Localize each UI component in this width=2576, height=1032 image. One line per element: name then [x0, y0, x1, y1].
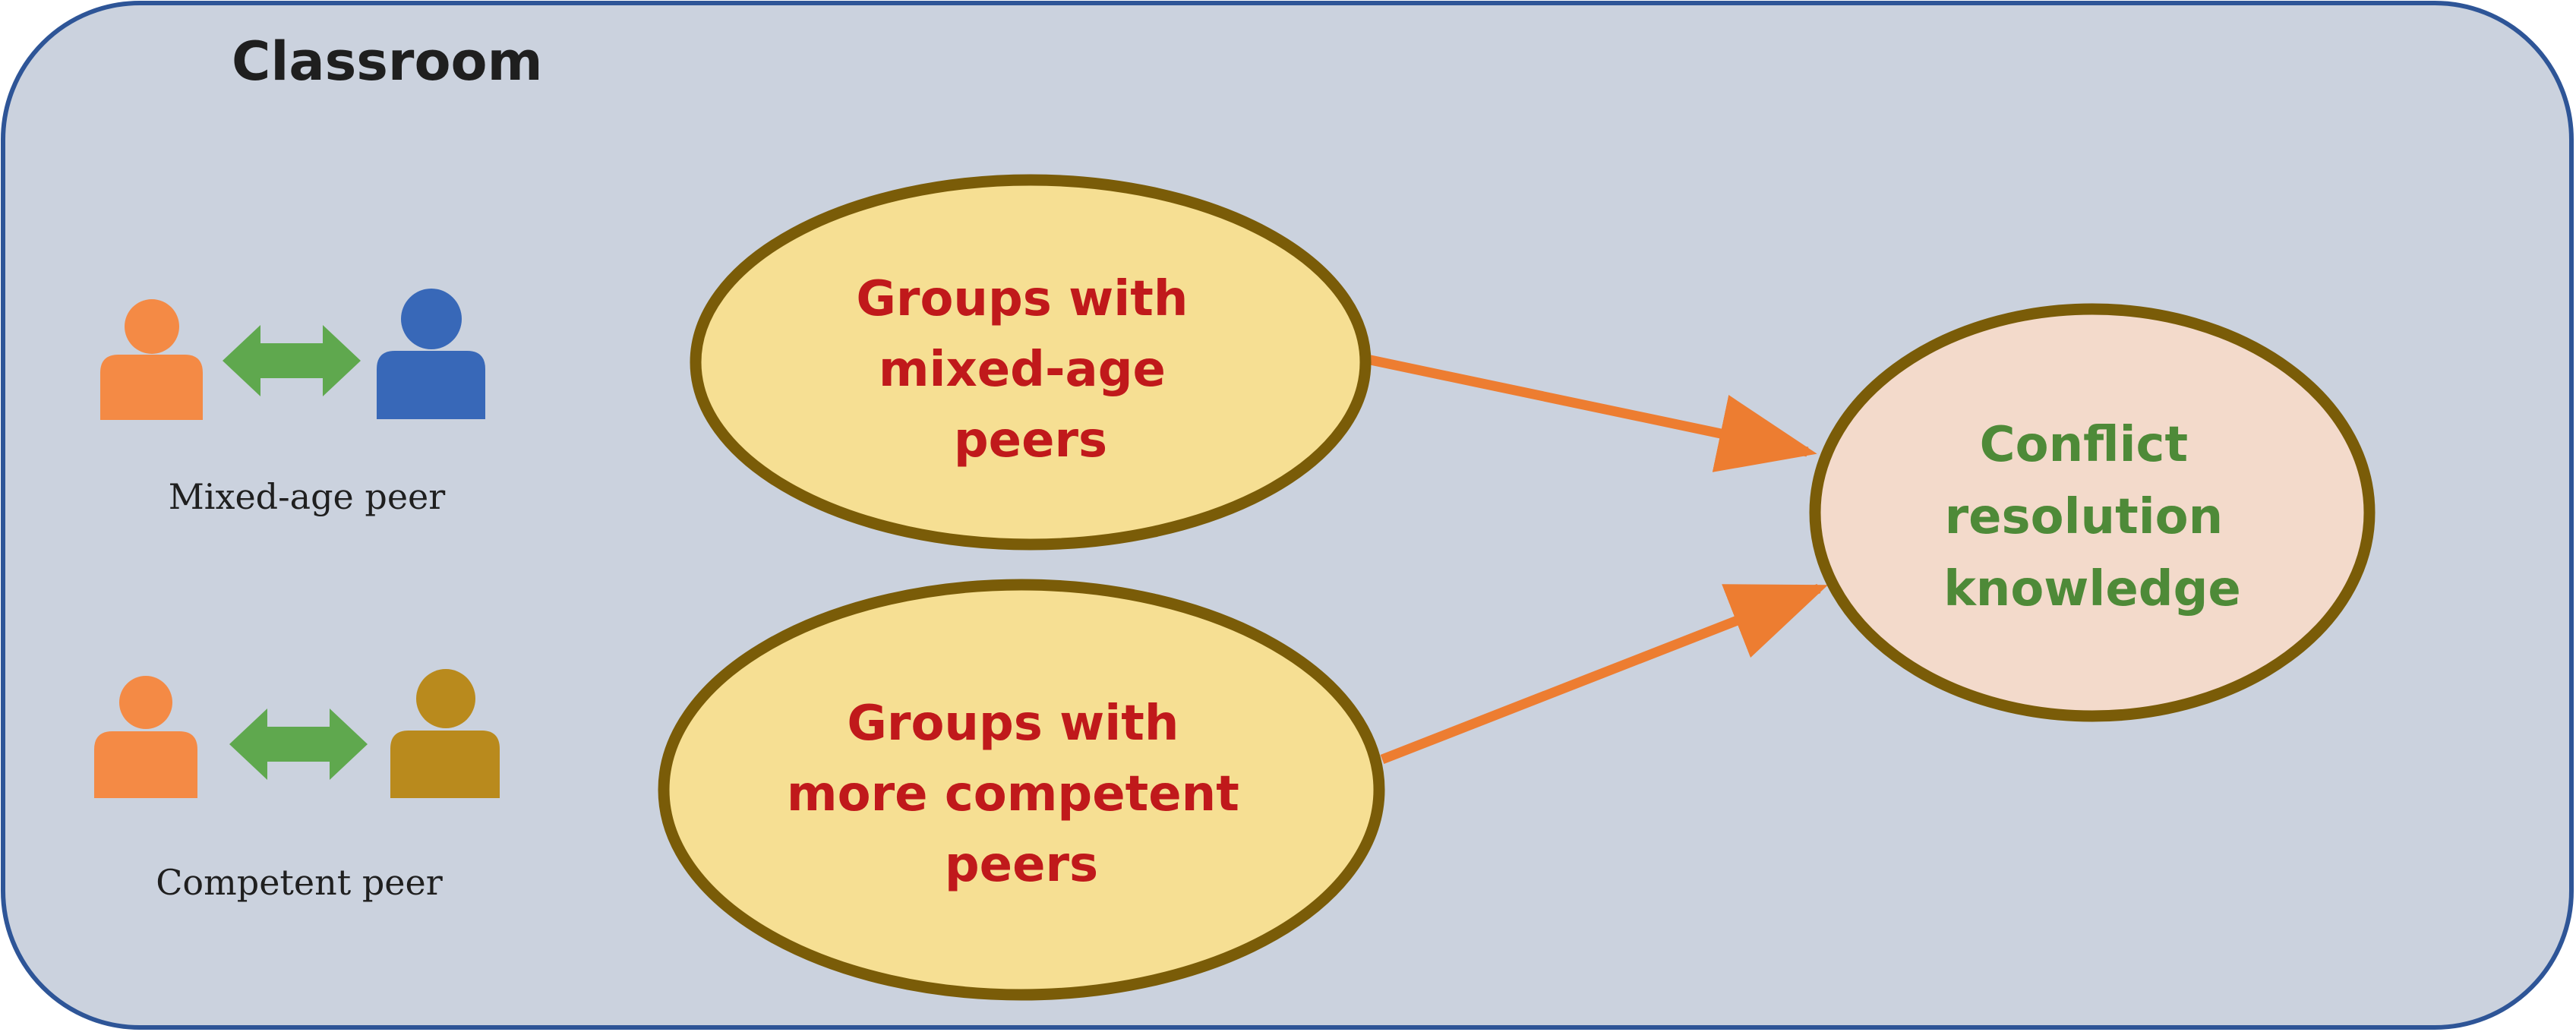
blue-person-icon	[377, 289, 485, 419]
competent-group-line-2: more competent	[787, 766, 1239, 822]
arrow-mixed-age-to-outcome	[1362, 353, 1817, 472]
gold-person-icon	[390, 669, 500, 798]
mixed-age-group-line-1: Groups with	[856, 271, 1188, 327]
competent-peer-caption: Competent peer	[156, 862, 443, 903]
mixed-age-group-line-2: mixed-age	[879, 342, 1166, 398]
competent-group-label: Groups with more competent peers	[787, 696, 1256, 893]
double-arrow-icon	[223, 325, 361, 396]
conflict-resolution-line-1: Conflict	[1980, 417, 2188, 473]
orange-person-icon	[100, 299, 203, 420]
conflict-resolution-line-3: knowledge	[1943, 561, 2241, 617]
conflict-resolution-label: Conflict resolution knowledge	[1943, 417, 2241, 617]
mixed-age-peer-icon	[100, 289, 485, 420]
competent-group-line-1: Groups with	[847, 696, 1179, 752]
orange-person-icon	[94, 676, 197, 798]
competent-group-line-3: peers	[945, 837, 1098, 893]
competent-peer-icon	[94, 669, 500, 798]
classroom-title: Classroom	[232, 30, 543, 93]
competent-group-ellipse	[658, 579, 1385, 1001]
mixed-age-peer-caption: Mixed-age peer	[169, 476, 446, 517]
conflict-resolution-line-2: resolution	[1945, 489, 2224, 545]
conflict-resolution-ellipse	[1809, 303, 2376, 722]
mixed-age-group-ellipse	[690, 174, 1372, 551]
double-arrow-icon	[229, 709, 368, 780]
mixed-age-group-label: Groups with mixed-age peers	[856, 271, 1204, 469]
mixed-age-group-line-3: peers	[954, 412, 1107, 469]
arrow-competent-to-outcome	[1380, 583, 1829, 765]
